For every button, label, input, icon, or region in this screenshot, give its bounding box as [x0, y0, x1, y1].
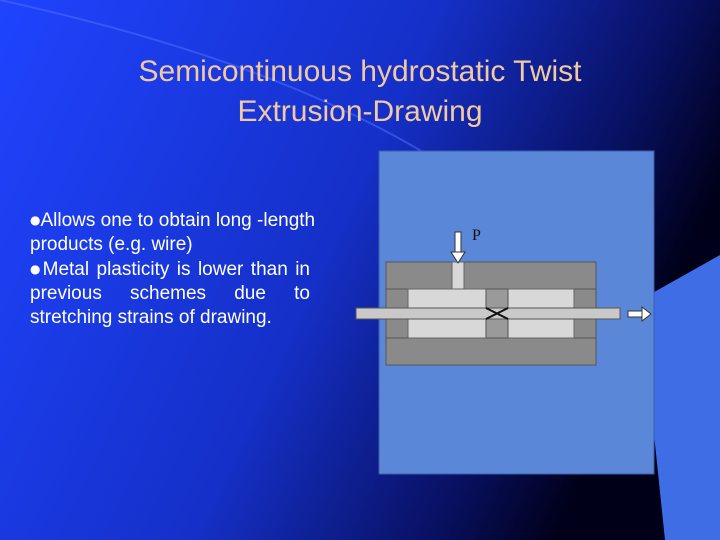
bullet-text-1: Allows one to obtain long -length produc…	[30, 210, 316, 255]
pressure-arrow-icon	[450, 231, 466, 264]
twist-cross-icon	[485, 307, 509, 320]
decorative-corner-shape	[640, 255, 720, 540]
bullet-item-2: ●Metal plasticity is lower than in previ…	[30, 257, 310, 330]
bullet-item-1: ●Allows one to obtain long -length produ…	[30, 208, 320, 257]
fluid-inlet-channel	[451, 261, 465, 290]
bullet-marker-icon: ●	[30, 213, 41, 227]
pressure-label: P	[472, 227, 481, 244]
title-line-1: Semicontinuous hydrostatic Twist	[138, 55, 582, 88]
slide-title: Semicontinuous hydrostatic Twist Extrusi…	[60, 52, 660, 132]
title-line-2: Extrusion-Drawing	[237, 95, 483, 128]
drawing-direction-arrow-icon	[627, 305, 652, 323]
housing-top	[385, 261, 597, 290]
housing-bottom	[385, 337, 597, 366]
bullet-text-2: Metal plasticity is lower than in previo…	[30, 259, 310, 328]
bullet-marker-icon: ●	[30, 262, 43, 276]
bullet-list: ●Allows one to obtain long -length produ…	[30, 208, 320, 330]
